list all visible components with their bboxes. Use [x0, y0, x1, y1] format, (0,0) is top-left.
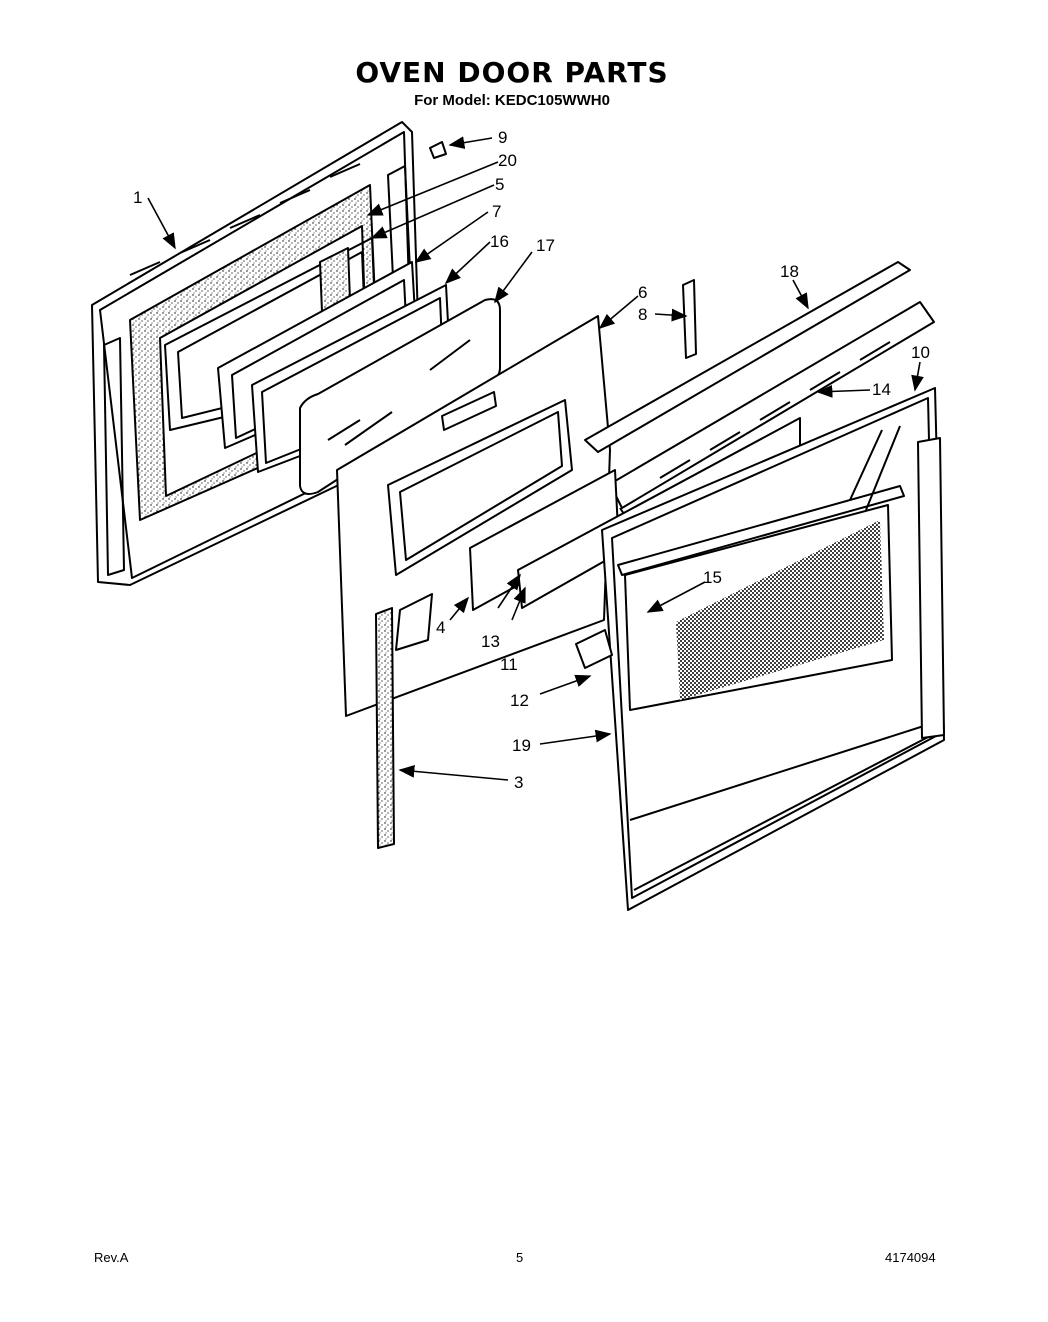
callout-4: 4	[436, 618, 445, 637]
callout-10: 10	[911, 343, 930, 362]
callout-5: 5	[495, 175, 504, 194]
callout-8: 8	[638, 305, 647, 324]
page-number: 5	[516, 1250, 524, 1265]
glass-part	[299, 298, 501, 495]
callout-labels: 1 3 4 5 6 7 8 9 10 11 12 13 14 15 16 17 …	[133, 128, 930, 792]
callout-9: 9	[498, 128, 507, 147]
callout-15: 15	[703, 568, 722, 587]
callout-1: 1	[133, 188, 142, 207]
callout-13: 13	[481, 632, 500, 651]
model-subtitle: For Model: KEDC105WWH0	[414, 92, 610, 109]
callout-17: 17	[536, 236, 555, 255]
callout-19: 19	[512, 736, 531, 755]
connector-part	[429, 141, 447, 159]
callout-14: 14	[872, 380, 891, 399]
callout-16: 16	[490, 232, 509, 251]
top-trim-part	[584, 261, 911, 453]
door-strip-part	[375, 607, 395, 849]
front-door-part	[601, 387, 945, 911]
callout-3: 3	[514, 773, 523, 792]
callout-20: 20	[498, 151, 517, 170]
callout-12: 12	[510, 691, 529, 710]
revision-label: Rev.A	[94, 1250, 129, 1265]
leader-lines	[147, 136, 924, 781]
callout-7: 7	[492, 202, 501, 221]
bracket-part	[682, 279, 697, 359]
vent-channel-part	[609, 301, 935, 521]
page-title: OVEN DOOR PARTS	[355, 56, 669, 89]
side-rail-part	[917, 437, 945, 739]
callout-6: 6	[638, 283, 647, 302]
document-number: 4174094	[885, 1250, 936, 1265]
hinge-bracket-part	[575, 629, 613, 669]
callout-11: 11	[500, 655, 518, 674]
callout-18: 18	[780, 262, 799, 281]
